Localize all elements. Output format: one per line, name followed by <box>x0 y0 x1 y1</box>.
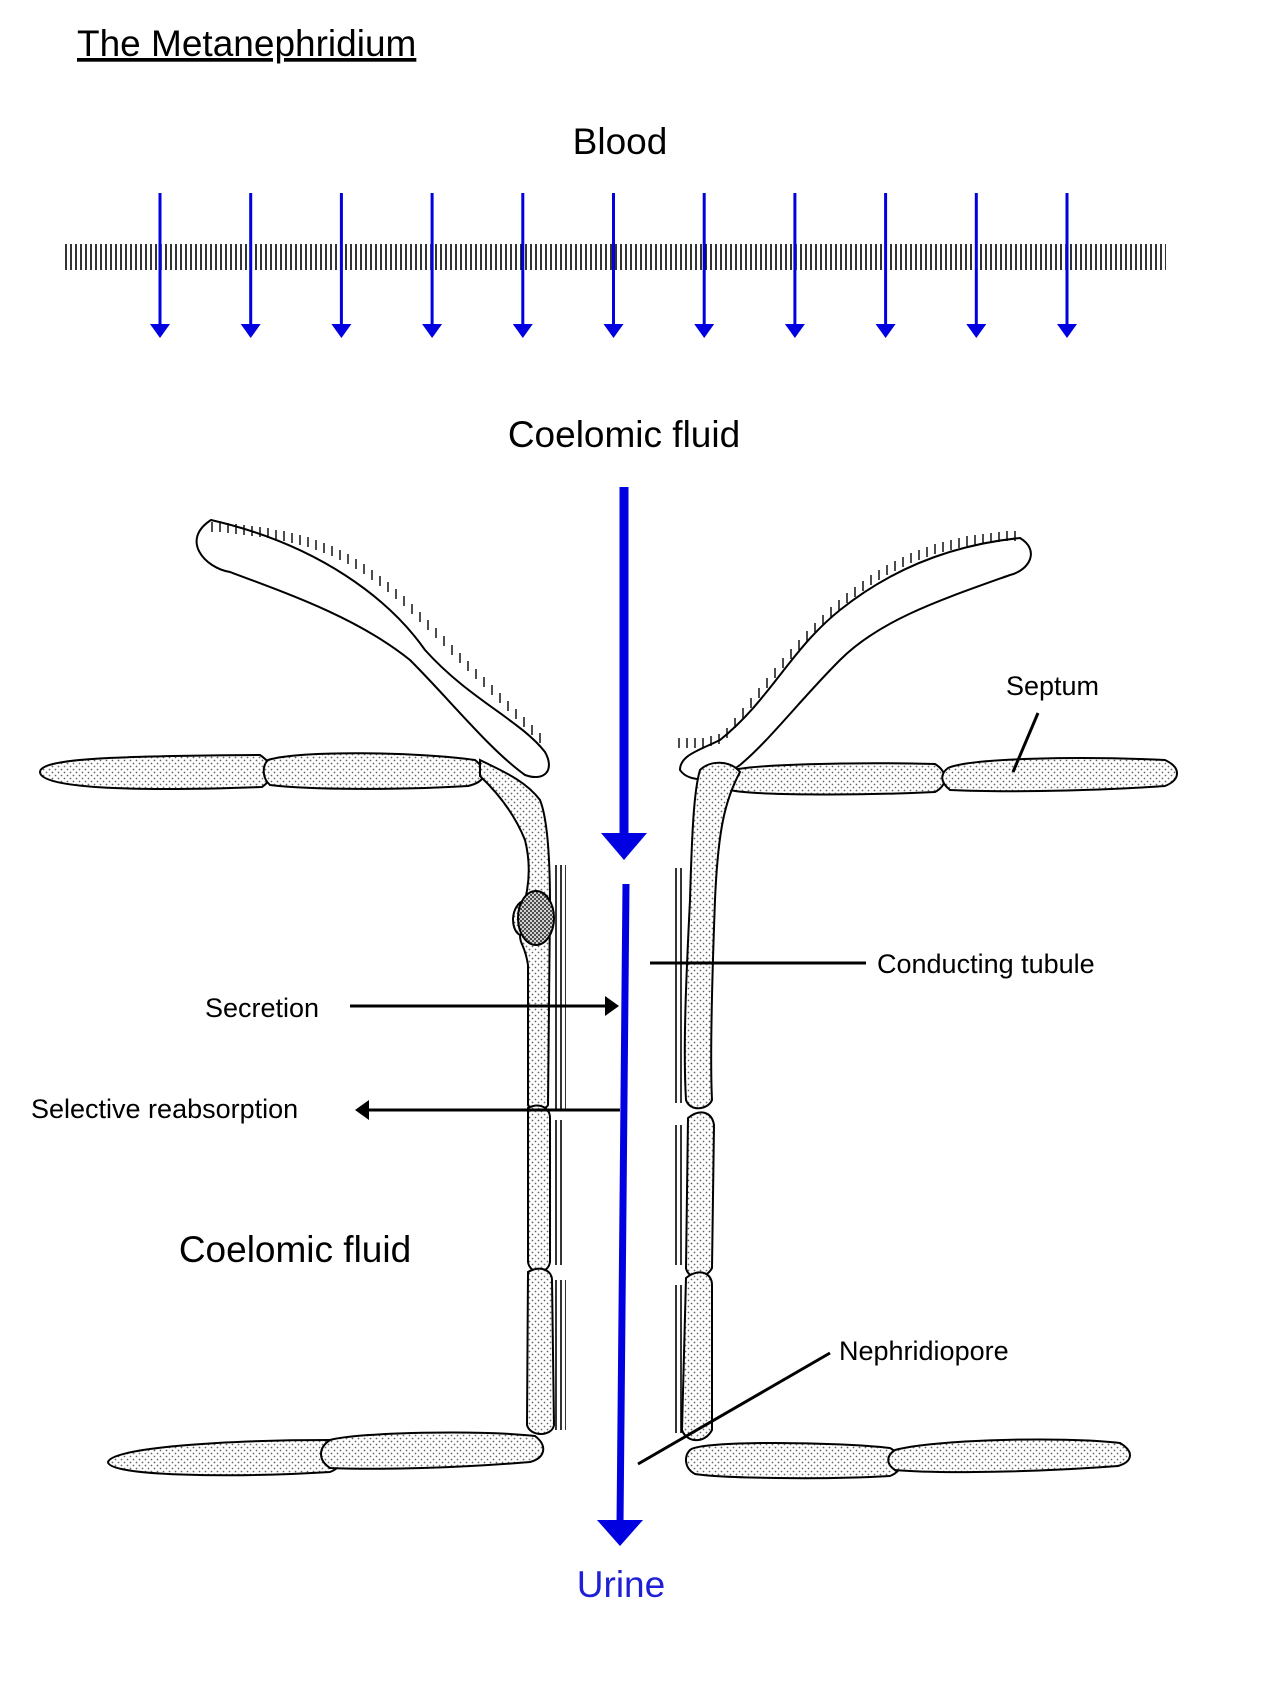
blood-filtration-arrow <box>603 193 624 338</box>
label-selective-reabsorption: Selective reabsorption <box>31 1094 298 1124</box>
nephrostome-right-lip <box>678 531 1032 781</box>
label-blood: Blood <box>573 121 668 162</box>
blood-filtration-arrow <box>966 193 987 338</box>
septum-cells-right-upper <box>721 757 1178 796</box>
blood-filtration-arrow <box>1057 193 1077 338</box>
blood-filtration-arrow <box>512 193 533 338</box>
septum-cells-left-lower <box>106 1431 545 1477</box>
label-nephridiopore: Nephridiopore <box>839 1336 1009 1366</box>
tubule-wall-left <box>479 758 566 1435</box>
blood-filtration-arrows <box>150 193 1077 338</box>
blood-filtration-arrow <box>875 193 896 338</box>
septum-cells-left-upper <box>38 752 485 791</box>
nephridiopore-leader-line <box>637 1351 831 1466</box>
label-urine: Urine <box>577 1564 665 1605</box>
blood-filtration-arrow <box>784 193 805 338</box>
central-flow-arrow-lower <box>597 883 643 1546</box>
blood-filtration-arrow <box>422 193 443 338</box>
label-septum: Septum <box>1006 671 1099 701</box>
blood-filtration-arrow <box>240 193 261 338</box>
blood-filtration-arrow <box>331 193 352 338</box>
label-coelomic-fluid-top: Coelomic fluid <box>508 414 740 455</box>
label-coelomic-fluid-left: Coelomic fluid <box>179 1229 411 1270</box>
label-conducting-tubule: Conducting tubule <box>877 949 1095 979</box>
tubule-wall-right <box>672 761 742 1442</box>
septum-leader-line <box>1011 712 1040 773</box>
blood-filtration-arrow <box>150 193 170 338</box>
central-flow-arrow-upper <box>601 487 647 860</box>
blood-filtration-arrow <box>694 193 715 338</box>
nephrostome-left-lip <box>195 518 550 778</box>
selective-reabsorption-arrow <box>355 1100 620 1120</box>
label-secretion: Secretion <box>205 993 319 1023</box>
cell-nucleus <box>517 890 555 946</box>
diagram-title: The Metanephridium <box>77 23 416 64</box>
septum-cells-right-lower <box>685 1438 1131 1480</box>
secretion-arrow <box>350 996 619 1016</box>
